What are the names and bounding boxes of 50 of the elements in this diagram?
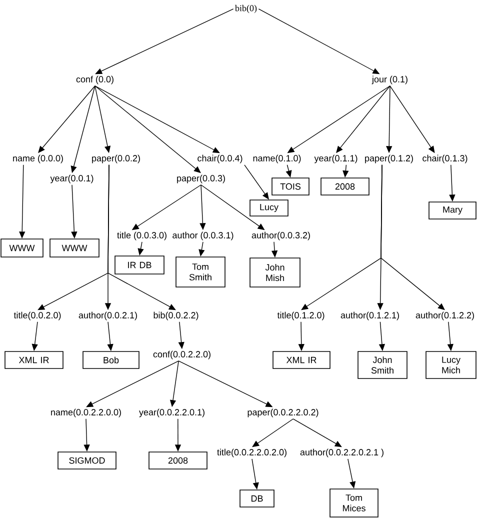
value-box: XML IR xyxy=(272,351,330,369)
node-label: paper(0.1.2) xyxy=(365,154,413,164)
value-box: SIGMOD xyxy=(58,452,116,470)
node-label: paper(0.0.2.2.0.2) xyxy=(248,408,318,418)
arrow xyxy=(108,164,176,310)
node-label: author(0.1.2.2) xyxy=(416,312,474,320)
value-box: John Mish xyxy=(250,258,300,288)
value-box: WWW xyxy=(0,238,44,258)
node-label: title(0.0.2.0) xyxy=(14,312,61,320)
node-label: author (0.0.3.1) xyxy=(172,232,234,240)
arrow xyxy=(95,8,234,74)
node-label: name (0.0.0) xyxy=(13,154,63,164)
node-label: name(0.0.2.2.0.0) xyxy=(51,408,121,418)
node-label: year(0.0.2.2.0.1) xyxy=(139,408,204,418)
node-label: chair(0.1.3) xyxy=(422,154,468,164)
value-box: IR DB xyxy=(114,256,164,274)
value-box: WWW xyxy=(50,238,100,258)
value-box: Lucy Mich xyxy=(426,351,476,379)
value-box: 2008 xyxy=(320,178,370,196)
value-box: Tom Mices xyxy=(330,488,378,518)
arrow xyxy=(94,86,220,154)
node-label: author(0.0.3.2) xyxy=(252,232,310,240)
value-box: Lucy xyxy=(250,200,288,216)
value-box: TOIS xyxy=(272,178,310,196)
value-box: Bob xyxy=(82,351,140,369)
node-label: paper(0.0.3) xyxy=(177,174,225,184)
arrow xyxy=(292,418,342,448)
value-box: XML IR xyxy=(4,351,64,369)
node-label: bib(0) xyxy=(235,4,257,14)
node-label: title(0.1.2.0) xyxy=(277,312,324,320)
node-label: conf(0.0.2.2.0) xyxy=(153,350,210,360)
node-label: title (0.0.3.0) xyxy=(117,232,166,240)
node-label: jour (0.1) xyxy=(372,76,408,84)
node-label: bib(0.0.2.2) xyxy=(154,312,198,320)
node-label: chair(0.0.4) xyxy=(198,154,242,164)
arrow xyxy=(86,360,179,408)
node-label: year(0.1.1) xyxy=(314,154,358,164)
value-box: 2008 xyxy=(148,452,208,470)
node-label: name(0.1.0) xyxy=(253,154,301,164)
value-box: John Smith xyxy=(358,351,408,379)
node-label: author(0.1.2.1) xyxy=(340,312,399,320)
node-label: title(0.0.2.2.0.2.0) xyxy=(217,448,286,458)
value-box: Mary xyxy=(428,202,476,220)
node-label: author(0.0.2.2.0.2.1 ) xyxy=(300,448,384,458)
node-label: paper(0.0.2) xyxy=(92,154,140,164)
value-box: Tom Smith xyxy=(176,256,226,288)
node-label: year(0.0.1) xyxy=(50,174,94,184)
node-label: author(0.0.2.1) xyxy=(78,312,137,320)
node-label: conf (0.0) xyxy=(76,76,114,84)
value-box: DB xyxy=(240,490,274,508)
